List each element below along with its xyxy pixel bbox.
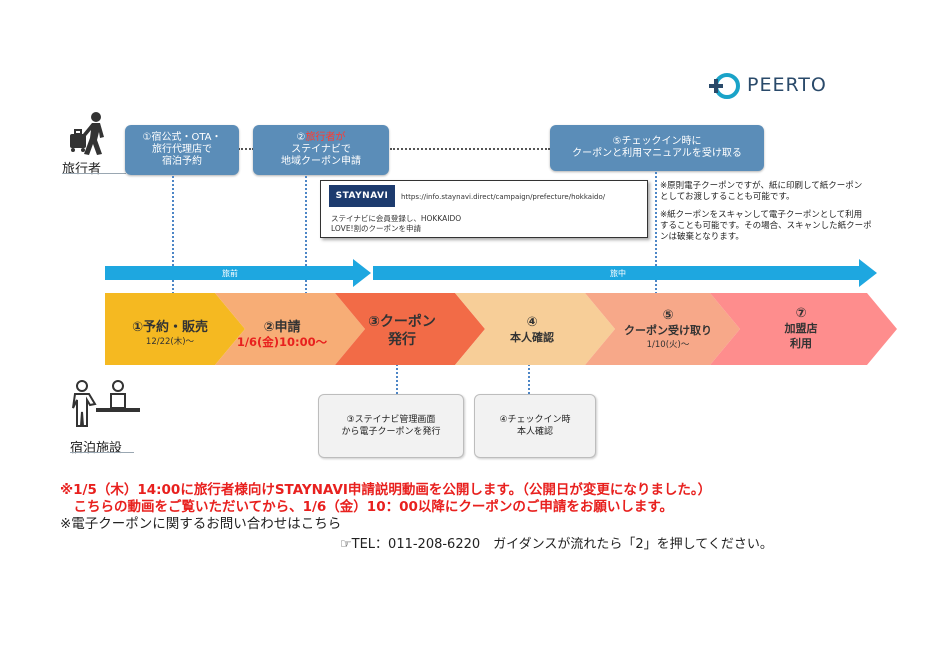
issue-connector <box>396 364 398 394</box>
application-box: ②旅行者が ステイナビで 地域クーポン申請 <box>253 125 389 175</box>
checkin-box-line: クーポンと利用マニュアルを受け取る <box>572 148 742 159</box>
step-5-label: ⑤ <box>662 308 674 323</box>
before-trip-label: 旅前 <box>222 269 238 278</box>
booking-box-line: ①宿公式・OTA・ <box>142 132 222 143</box>
checkin-connector <box>655 172 657 294</box>
traveler-underline <box>62 173 126 174</box>
step-6: ⑦ 加盟店 利用 <box>746 306 856 351</box>
peerto-logo: PEERTO <box>705 70 855 102</box>
step-3: ③クーポン 発行 <box>342 313 462 349</box>
inquiry-notice: ※電子クーポンに関するお問い合わせはこちら <box>60 516 342 532</box>
step-1-label: ①予約・販売 <box>131 320 208 335</box>
step-2-label: ②申請 <box>263 320 301 335</box>
note-print: ※原則電子クーポンですが、紙に印刷して紙クーポン としてお渡しすることも可能です… <box>660 181 910 203</box>
staynavi-desc: ステイナビに会員登録し、HOKKAIDO LOVE!割のクーポンを申請 <box>331 214 461 234</box>
note-line: することも可能です。その場合、スキャンした紙クーポ <box>660 221 872 231</box>
video-notice: ※1/5（木）14:00に旅行者様向けSTAYNAVI申請説明動画を公開します。… <box>60 482 712 498</box>
step-1-date: 12/22(木)～ <box>145 337 195 347</box>
application-notice: こちらの動画をご覧いただいてから、1/6（金）10：00以降にクーポンのご申請を… <box>60 499 674 515</box>
step-2-date: 1/6(金)10:00～ <box>236 335 328 349</box>
application-connector <box>305 176 307 294</box>
identity-check-line: ④チェックイン時 <box>499 415 571 425</box>
logo-text: PEERTO <box>747 74 827 96</box>
connector-line <box>390 148 550 150</box>
staynavi-desc-line: LOVE!割のクーポンを申請 <box>331 224 422 233</box>
identity-check-line: 本人確認 <box>516 427 553 437</box>
note-line: ※原則電子クーポンですが、紙に印刷して紙クーポン <box>660 181 863 191</box>
traveler-label: 旅行者 <box>62 162 102 177</box>
note-line: ンは破棄となります。 <box>660 232 744 242</box>
checkin-box-line: ⑤チェックイン時に <box>612 136 702 147</box>
step-5-date: 1/10(火)～ <box>646 340 690 350</box>
step-6-shape <box>710 293 897 365</box>
booking-connector <box>172 176 174 294</box>
verify-connector <box>528 364 530 394</box>
booking-box: ①宿公式・OTA・ 旅行代理店で 宿泊予約 <box>125 125 239 175</box>
application-box-highlight: 旅行者が <box>305 132 346 143</box>
traveler-icon <box>70 112 104 155</box>
step-1-shape <box>105 293 245 365</box>
step-6-label: 加盟店 <box>784 322 818 335</box>
identity-check-box: ④チェックイン時 本人確認 <box>474 394 596 458</box>
timeline-arrows <box>105 259 877 287</box>
step-6-label: ⑦ <box>795 306 807 321</box>
note-scan: ※紙クーポンをスキャンして電子クーポンとして利用 することも可能です。その場合、… <box>660 210 910 243</box>
step-5-label: クーポン受け取り <box>624 324 712 337</box>
facility-underline <box>70 452 134 453</box>
step-4: ④ 本人確認 <box>472 315 592 345</box>
staynavi-web-box: STAYNAVI https://info.staynavi.direct/ca… <box>320 180 648 238</box>
during-trip-arrow <box>373 259 877 287</box>
staynavi-url[interactable]: https://info.staynavi.direct/campaign/pr… <box>401 193 606 201</box>
booking-box-line: 宿泊予約 <box>162 156 202 167</box>
peerto-logo-icon <box>709 73 740 99</box>
step-1: ①予約・販売 12/22(木)～ <box>110 320 230 347</box>
step-4-label: ④ <box>526 315 538 330</box>
facility-label: 宿泊施設 <box>70 441 123 456</box>
coupon-issue-box: ③ステイナビ管理画面 から電子クーポンを発行 <box>318 394 464 458</box>
step-2: ②申請 1/6(金)10:00～ <box>222 320 342 350</box>
step-4-label: 本人確認 <box>510 331 554 344</box>
step-3-label: 発行 <box>388 332 416 348</box>
application-box-prefix: ② <box>296 132 306 143</box>
step-5-shape <box>585 293 740 365</box>
booking-box-line: 旅行代理店で <box>152 144 212 155</box>
coupon-issue-line: から電子クーポンを発行 <box>341 427 441 437</box>
during-trip-label: 旅中 <box>610 269 626 278</box>
step-3-shape <box>335 293 485 365</box>
step-3-label: ③クーポン <box>368 314 436 330</box>
application-box-line: ②旅行者が <box>253 132 389 144</box>
before-trip-arrow <box>105 259 371 287</box>
staynavi-logo: STAYNAVI <box>329 185 395 207</box>
staynavi-desc-line: ステイナビに会員登録し、HOKKAIDO <box>331 214 462 223</box>
application-box-line: ステイナビで <box>291 144 351 155</box>
coupon-issue-line: ③ステイナビ管理画面 <box>346 415 436 425</box>
tel-info: ☞TEL：011-208-6220 ガイダンスが流れたら「2」を押してください。 <box>340 537 773 552</box>
checkin-box: ⑤チェックイン時に クーポンと利用マニュアルを受け取る <box>550 125 764 171</box>
step-6-label: 利用 <box>790 337 812 350</box>
facility-staff-icon <box>72 380 140 427</box>
steps-chevrons <box>105 293 897 365</box>
note-line: としてお渡しすることも可能です。 <box>660 192 795 202</box>
step-5: ⑤ クーポン受け取り 1/10(火)～ <box>598 308 738 350</box>
application-box-line: 地域クーポン申請 <box>281 156 361 167</box>
step-4-shape <box>455 293 615 365</box>
note-line: ※紙クーポンをスキャンして電子クーポンとして利用 <box>660 210 863 220</box>
step-2-shape <box>215 293 365 365</box>
connector-line <box>238 148 254 150</box>
